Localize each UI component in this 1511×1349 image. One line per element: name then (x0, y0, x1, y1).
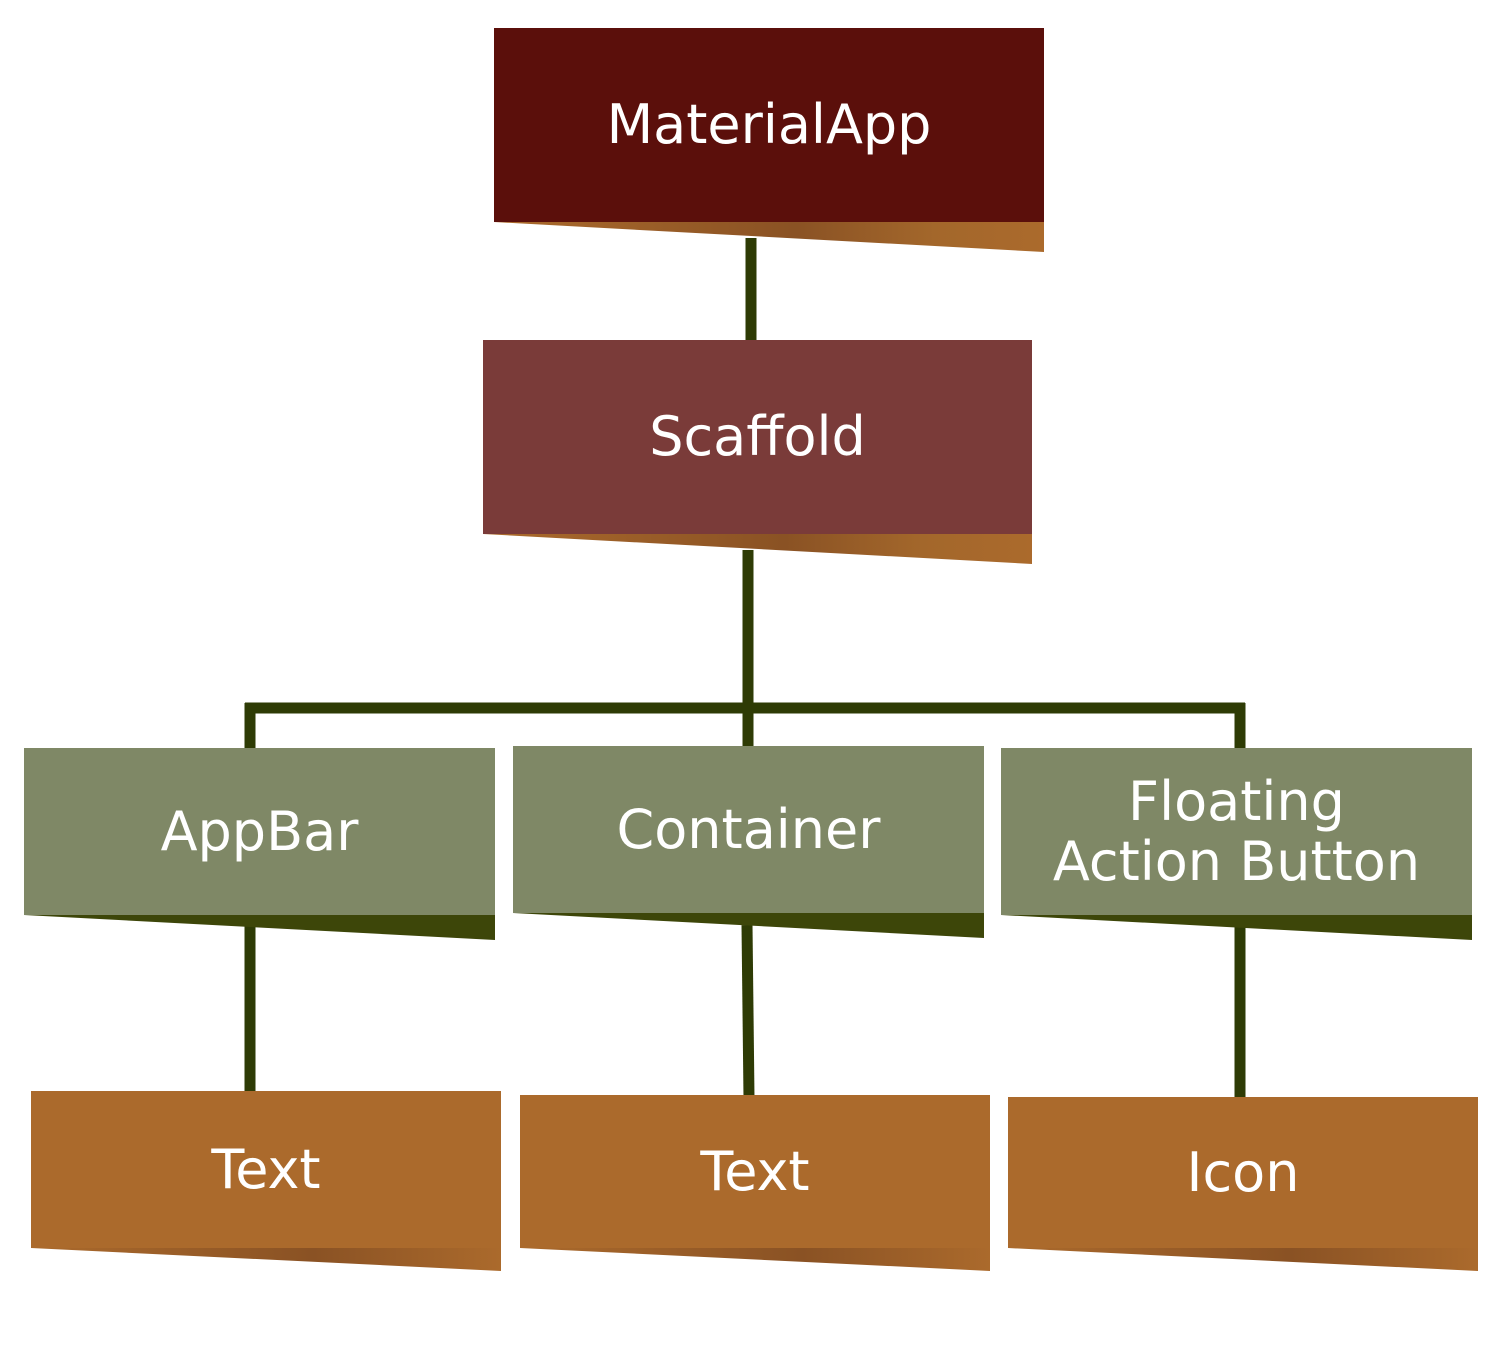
node-fab-icon-label: Icon (1186, 1140, 1300, 1204)
node-container-text: Text (520, 1095, 990, 1271)
node-floating-action-button-fold (1001, 915, 1472, 940)
link-container-text (741, 924, 755, 1099)
node-fab-icon: Icon (1008, 1097, 1478, 1271)
node-appbar-fold (24, 915, 495, 940)
node-container-text-label: Text (700, 1139, 810, 1203)
node-appbar-label: AppBar (160, 799, 359, 863)
node-container-fold (513, 913, 984, 938)
node-appbar-text-fold (31, 1248, 501, 1271)
node-scaffold-fold (483, 534, 1032, 564)
node-appbar: AppBar (24, 748, 495, 940)
node-container: Container (513, 746, 984, 938)
node-materialapp-label: MaterialApp (606, 93, 932, 156)
node-floating-action-button-label: Floating Action Button (1052, 769, 1421, 893)
node-scaffold: Scaffold (483, 340, 1032, 564)
node-container-text-fold (520, 1248, 990, 1271)
node-scaffold-label: Scaffold (649, 405, 866, 468)
node-materialapp-fold (494, 222, 1044, 252)
node-appbar-text: Text (31, 1091, 501, 1271)
node-container-label: Container (616, 797, 881, 861)
node-fab-icon-fold (1008, 1248, 1478, 1271)
node-floating-action-button: Floating Action Button (1001, 748, 1472, 940)
node-appbar-text-label: Text (211, 1137, 321, 1201)
node-materialapp: MaterialApp (494, 28, 1044, 252)
